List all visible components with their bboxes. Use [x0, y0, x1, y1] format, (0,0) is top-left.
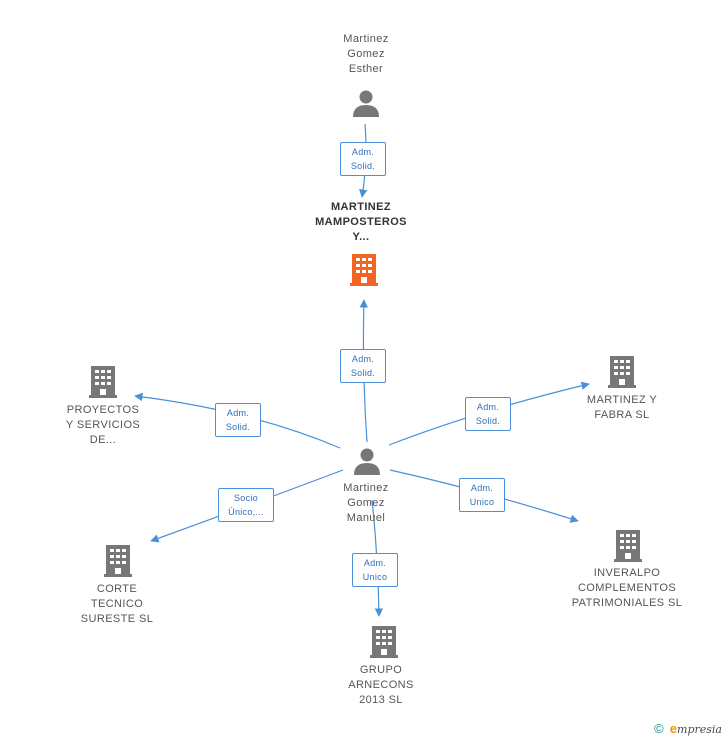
relation-label-manuel-inveralpo[interactable]: Adm. Unico — [459, 478, 505, 512]
label-line: ARNECONS — [348, 679, 414, 691]
node-label-inveralpo[interactable]: INVERALPO COMPLEMENTOS PATRIMONIALES SL — [560, 566, 694, 611]
relation-label-manuel-corte[interactable]: Socio Único,... — [218, 488, 274, 522]
relation-line: Adm. — [351, 354, 375, 364]
label-line: FABRA SL — [594, 409, 650, 421]
person-icon[interactable] — [351, 88, 381, 118]
relation-line: Adm. — [363, 558, 387, 568]
brand-name: mpresia — [677, 723, 722, 736]
label-line: MARTINEZ Y — [586, 394, 658, 406]
label-line: Gomez — [347, 497, 385, 509]
relation-line: Solid. — [225, 422, 251, 432]
label-line: TECNICO — [90, 598, 144, 610]
relation-label-esther-main[interactable]: Adm. Solid. — [340, 142, 386, 176]
label-line: SURESTE SL — [80, 613, 154, 625]
node-label-corte[interactable]: CORTE TECNICO SURESTE SL — [62, 582, 172, 627]
building-icon[interactable] — [368, 624, 400, 658]
relation-line: Solid. — [475, 416, 501, 426]
label-line: Y... — [352, 231, 370, 243]
label-line: 2013 SL — [359, 694, 403, 706]
label-line: GRUPO — [359, 664, 403, 676]
relation-line: Unico — [362, 572, 388, 582]
node-label-manuel[interactable]: Martinez Gomez Manuel — [316, 481, 416, 526]
node-label-esther[interactable]: Martinez Gomez Esther — [316, 32, 416, 77]
relation-label-manuel-grupo[interactable]: Adm. Unico — [352, 553, 398, 587]
label-line: Martinez — [343, 33, 389, 45]
relation-line: Adm. — [226, 408, 250, 418]
label-line: CORTE — [96, 583, 138, 595]
label-line: Y SERVICIOS — [65, 419, 141, 431]
relation-line: Unico — [469, 497, 495, 507]
label-line: Manuel — [346, 512, 386, 524]
building-icon[interactable] — [606, 354, 638, 388]
brand-initial: e — [669, 721, 678, 736]
footer-brand: © empresia — [654, 721, 722, 736]
relation-line: Solid. — [350, 161, 376, 171]
label-line: Esther — [348, 63, 384, 75]
person-icon[interactable] — [352, 446, 382, 476]
node-label-main-company[interactable]: MARTINEZ MAMPOSTEROS Y... — [296, 200, 426, 245]
relation-line: Adm. — [476, 402, 500, 412]
node-label-proyectos[interactable]: PROYECTOS Y SERVICIOS DE... — [48, 403, 158, 448]
building-icon[interactable] — [87, 364, 119, 398]
relation-line: Solid. — [350, 368, 376, 378]
relation-line: Socio — [233, 493, 258, 503]
relation-label-manuel-main[interactable]: Adm. Solid. — [340, 349, 386, 383]
relation-line: Adm. — [470, 483, 494, 493]
label-line: PATRIMONIALES SL — [571, 597, 683, 609]
relation-line: Único,... — [228, 507, 264, 517]
node-label-martinez-fabra[interactable]: MARTINEZ Y FABRA SL — [567, 393, 677, 423]
building-icon[interactable] — [612, 528, 644, 562]
label-line: INVERALPO — [593, 567, 661, 579]
node-label-grupo[interactable]: GRUPO ARNECONS 2013 SL — [326, 663, 436, 708]
label-line: MARTINEZ — [330, 201, 392, 213]
relation-line: Adm. — [351, 147, 375, 157]
building-icon[interactable] — [348, 252, 380, 286]
label-line: MAMPOSTEROS — [315, 216, 407, 228]
label-line: Martinez — [343, 482, 389, 494]
relation-label-manuel-proyectos[interactable]: Adm. Solid. — [215, 403, 261, 437]
label-line: DE... — [89, 434, 117, 446]
building-icon[interactable] — [102, 543, 134, 577]
label-line: Gomez — [347, 48, 385, 60]
label-line: PROYECTOS — [66, 404, 140, 416]
label-line: COMPLEMENTOS — [577, 582, 677, 594]
copyright-icon: © — [654, 721, 664, 736]
relation-label-manuel-fabra[interactable]: Adm. Solid. — [465, 397, 511, 431]
